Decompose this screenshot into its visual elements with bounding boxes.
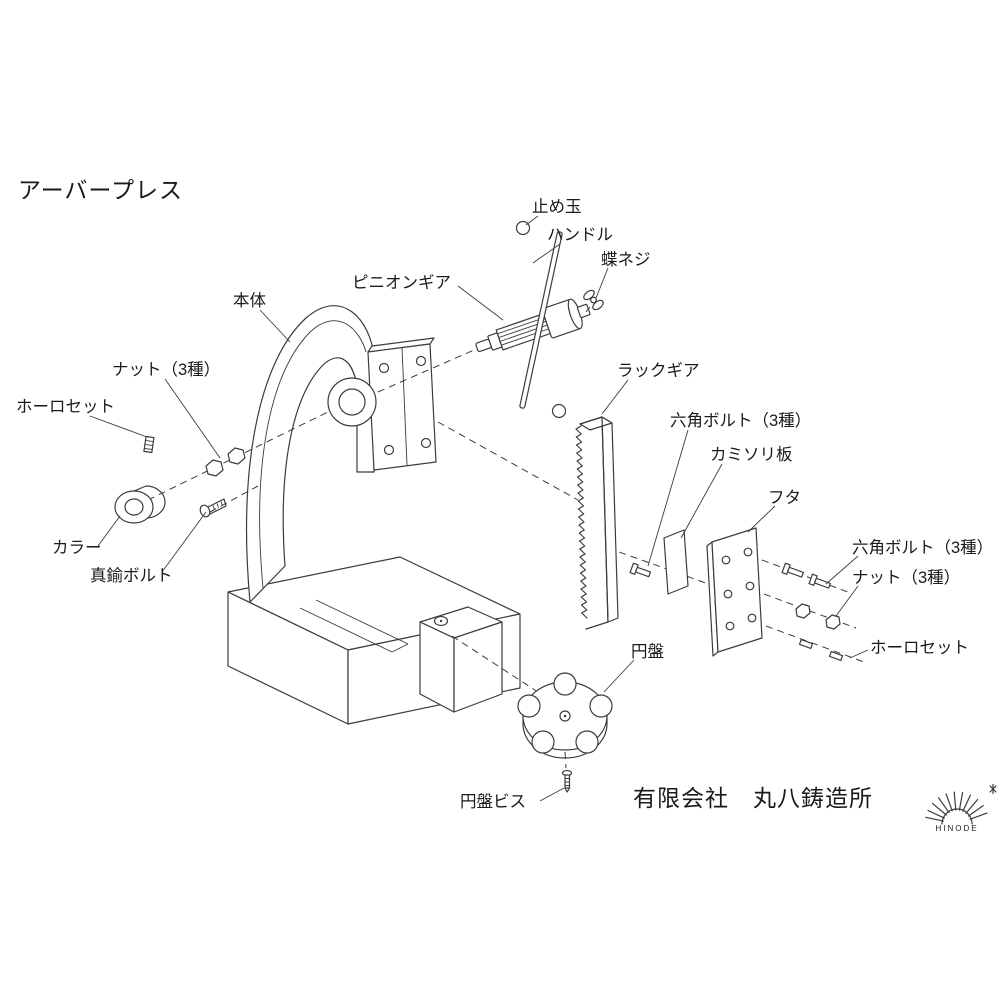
label-handle: ハンドル: [547, 226, 613, 244]
label-hex-bolt-right: 六角ボルト（3種）: [852, 538, 993, 557]
label-set-screw-right: ホーロセット: [870, 639, 969, 657]
stop-ball-bottom: [551, 403, 567, 419]
label-pinion-gear: ピニオンギア: [352, 273, 451, 292]
label-disc: 円盤: [631, 642, 664, 661]
brass-bolt-drawing: [199, 498, 227, 518]
label-hex-bolt-center: 六角ボルト（3種）: [670, 411, 811, 430]
company-name: 有限会社 丸八鋳造所: [633, 785, 873, 811]
nuts-left-drawing: [205, 447, 246, 477]
press-body-drawing: [246, 305, 375, 603]
disc-drawing: [517, 672, 613, 759]
label-nut-left: ナット（3種）: [112, 360, 220, 379]
label-set-screw-left: ホーロセット: [16, 398, 115, 416]
hex-bolts-right-drawing: [781, 562, 831, 589]
label-stop-ball: 止め玉: [532, 197, 582, 216]
anvil-block-drawing: [419, 606, 503, 713]
label-disc-screw: 円盤ビス: [460, 792, 526, 811]
label-collar: カラー: [52, 539, 102, 557]
hex-bolt-center-drawing: [629, 562, 652, 578]
cover-plate-drawing: [706, 527, 763, 657]
boss-ring-drawing: [327, 377, 377, 427]
hinode-logo: HINODE: [925, 783, 997, 833]
label-rack-gear: ラックギア: [617, 361, 700, 380]
disc-screw-drawing: [561, 751, 573, 793]
sunburst-icon: [925, 783, 997, 825]
nuts-right-drawing: [795, 603, 841, 630]
collar-drawing: [114, 485, 166, 524]
diagram-title: アーバープレス: [18, 177, 183, 203]
label-body: 本体: [233, 291, 267, 310]
label-nut-right: ナット（3種）: [852, 568, 960, 587]
rack-gear-drawing: [575, 416, 619, 630]
label-brass-bolt: 真鍮ボルト: [90, 566, 173, 585]
set-screws-right-drawing: [798, 638, 844, 662]
label-razor-plate: カミソリ板: [710, 445, 793, 464]
logo-text: HINODE: [935, 824, 978, 833]
pinion-gear-drawing: [475, 298, 591, 353]
razor-plate-drawing: [663, 529, 689, 595]
head-plate-drawing: [367, 337, 437, 471]
wing-screw-drawing: [583, 289, 604, 313]
handle-drawing: [515, 220, 567, 419]
set-screw-left-drawing: [143, 435, 155, 454]
label-wing-screw: 蝶ネジ: [601, 250, 651, 269]
leader-lines: [89, 215, 869, 802]
label-cover: フタ: [768, 488, 801, 507]
